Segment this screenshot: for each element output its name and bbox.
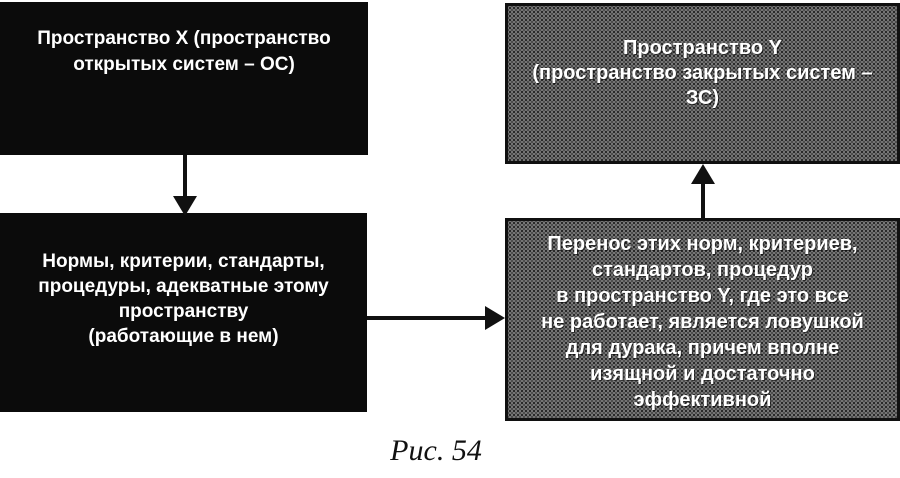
arrow-down-head — [173, 196, 197, 216]
arrow-down-shaft — [183, 155, 187, 198]
box-norms-label: Нормы, критерии, стандарты, процедуры, а… — [38, 251, 329, 347]
arrow-right-head — [485, 306, 505, 330]
box-space-x-label: Пространство X (пространство открытых си… — [37, 28, 331, 75]
arrow-right-shaft — [367, 316, 486, 320]
box-space-y: Пространство Y (пространство закрытых си… — [505, 3, 900, 164]
box-space-y-label: Пространство Y (пространство закрытых си… — [532, 37, 873, 109]
box-transfer: Перенос этих норм, критериев, стандартов… — [505, 218, 900, 421]
box-transfer-label: Перенос этих норм, критериев, стандартов… — [541, 233, 864, 411]
box-norms: Нормы, критерии, стандарты, процедуры, а… — [0, 213, 367, 412]
figure-caption: Рис. 54 — [390, 434, 482, 467]
arrow-up-shaft — [701, 182, 705, 219]
arrow-up-head — [691, 164, 715, 184]
box-space-x: Пространство X (пространство открытых си… — [0, 2, 368, 155]
